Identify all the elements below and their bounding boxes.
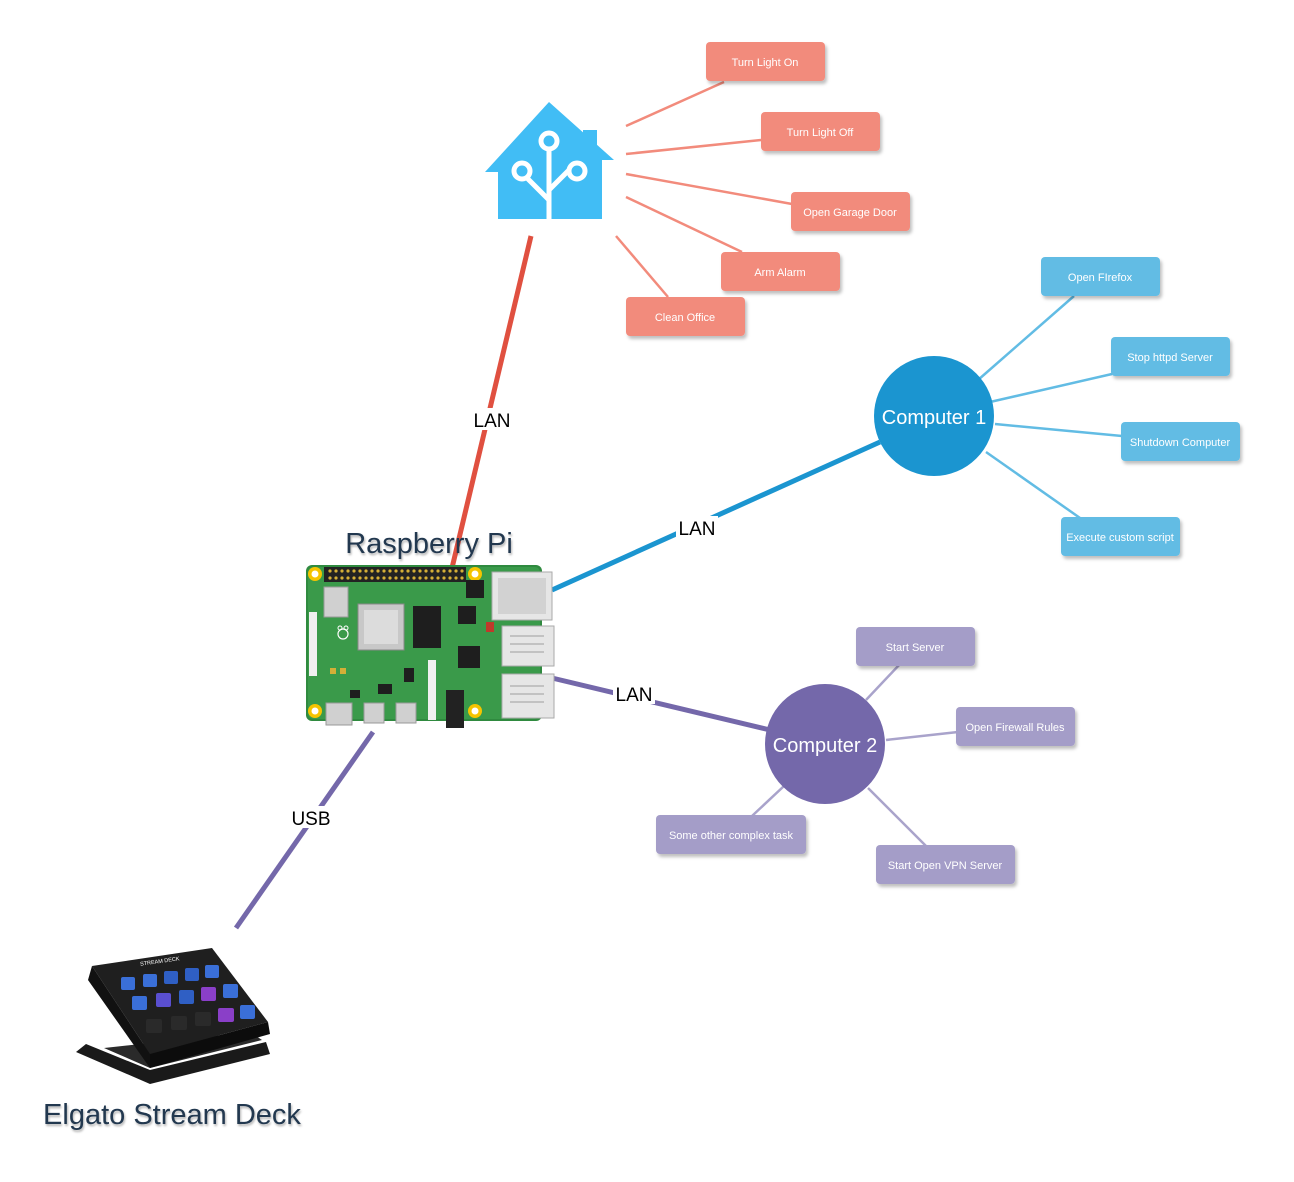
stream-deck-brand: STREAM DECK — [140, 956, 181, 968]
computer1-node[interactable]: Computer 1 — [874, 356, 994, 476]
pi-home-connection — [449, 235, 534, 569]
svg-text:Computer 1: Computer 1 — [882, 407, 987, 429]
computer2-action-open-vpn[interactable]: Start Open VPN Server — [876, 845, 1015, 884]
svg-text:Computer 2: Computer 2 — [773, 735, 878, 757]
home-action-clean-office[interactable]: Clean Office — [626, 297, 745, 336]
svg-text:Some other complex task: Some other complex task — [669, 830, 794, 842]
svg-text:LAN: LAN — [474, 411, 511, 432]
pi-computer1-label: LAN — [676, 516, 718, 540]
svg-text:Execute custom script: Execute custom script — [1066, 532, 1174, 544]
home-action-arm-alarm[interactable]: Arm Alarm — [721, 252, 840, 291]
stream-deck-keys — [121, 965, 255, 1033]
svg-text:Start Open VPN Server: Start Open VPN Server — [888, 860, 1003, 872]
raspberry-pi-board[interactable] — [306, 565, 555, 728]
svg-text:Clean Office: Clean Office — [655, 312, 715, 324]
computer1-action-stop-httpd[interactable]: Stop httpd Server — [1111, 337, 1230, 376]
computer1-action-custom-script[interactable]: Execute custom script — [1061, 517, 1180, 556]
pi-computer2-label: LAN — [613, 682, 655, 706]
home-action-turn-light-off[interactable]: Turn Light Off — [761, 112, 880, 151]
computer1-action-shutdown[interactable]: Shutdown Computer — [1121, 422, 1240, 461]
svg-text:LAN: LAN — [616, 685, 653, 706]
svg-text:Shutdown Computer: Shutdown Computer — [1130, 437, 1231, 449]
computer2-node[interactable]: Computer 2 — [765, 684, 885, 804]
pi-home-label: LAN — [471, 408, 513, 432]
computer2-branch-lines — [751, 663, 959, 847]
svg-text:Turn Light On: Turn Light On — [732, 57, 799, 69]
computer2-action-complex-task[interactable]: Some other complex task — [656, 815, 806, 854]
home-assistant-icon — [485, 102, 614, 222]
home-branch-lines — [615, 80, 793, 298]
svg-text:LAN: LAN — [679, 519, 716, 540]
svg-text:Open FIrefox: Open FIrefox — [1068, 272, 1133, 284]
svg-text:Turn Light Off: Turn Light Off — [787, 127, 855, 139]
svg-text:Start Server: Start Server — [886, 642, 945, 654]
home-action-open-garage-door[interactable]: Open Garage Door — [791, 192, 910, 231]
home-action-turn-light-on[interactable]: Turn Light On — [706, 42, 825, 81]
svg-text:USB: USB — [291, 809, 330, 830]
pi-streamdeck-connection — [233, 730, 376, 930]
pi-computer2-connection — [551, 675, 771, 733]
raspberry-logo — [337, 625, 349, 640]
svg-text:Stop httpd Server: Stop httpd Server — [1127, 352, 1213, 364]
svg-text:Arm Alarm: Arm Alarm — [754, 267, 805, 279]
computer1-action-open-firefox[interactable]: Open FIrefox — [1041, 257, 1160, 296]
raspberry-pi-title: Raspberry Pi — [345, 528, 513, 560]
stream-deck-device[interactable]: STREAM DECK — [76, 948, 270, 1084]
svg-text:Open Firewall Rules: Open Firewall Rules — [965, 722, 1065, 734]
computer2-action-firewall-rules[interactable]: Open Firewall Rules — [956, 707, 1075, 746]
computer2-action-start-server[interactable]: Start Server — [856, 627, 975, 666]
pi-streamdeck-label: USB — [290, 806, 332, 830]
computer1-branch-lines — [977, 295, 1123, 520]
stream-deck-title: Elgato Stream Deck — [43, 1099, 301, 1131]
svg-text:Open Garage Door: Open Garage Door — [803, 207, 897, 219]
